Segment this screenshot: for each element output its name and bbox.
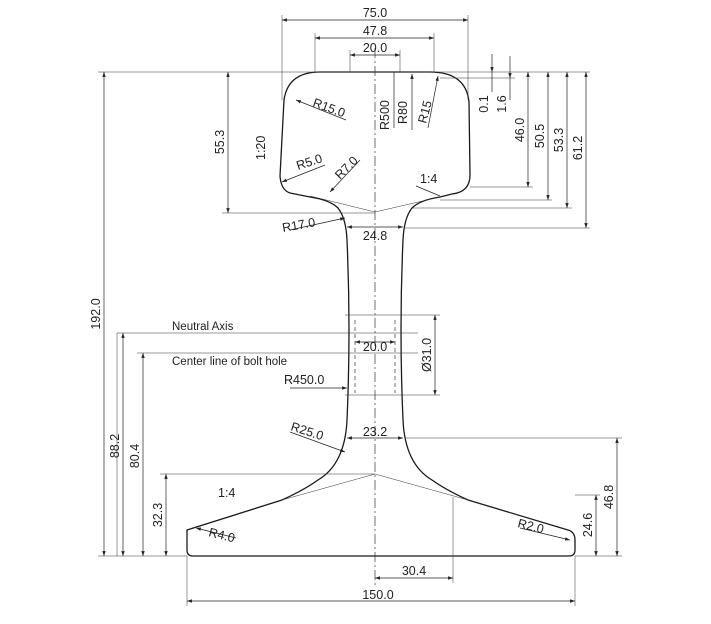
head-side-height-dim [222,72,375,214]
head-radius-leaders [281,72,441,231]
dim-foot-half-offset: 30.4 [402,564,426,578]
dim-50-5: 50.5 [533,124,547,148]
dim-bolt-center-height: 80.4 [128,444,142,468]
right-head-dims [375,54,590,229]
label-bolt-hole-centerline: Center line of bolt hole [172,356,287,368]
radius-r450: R450.0 [284,373,324,387]
radius-r2: R2.0 [516,516,545,536]
radius-r17: R17.0 [281,215,316,235]
dim-0-1: 0.1 [477,95,491,112]
dim-1-6: 1.6 [495,95,509,112]
label-neutral-axis: Neutral Axis [172,321,234,333]
radius-r7: R7.0 [332,154,361,183]
dim-overall-height: 192.0 [89,298,103,329]
slope-head-underside: 1:4 [420,172,437,186]
dim-web-bottom-width: 23.2 [363,425,387,439]
radius-r5: R5.0 [295,151,324,172]
radius-r500: R500 [378,100,392,130]
dim-neutral-axis-height: 88.2 [108,434,122,458]
radius-r4: R4.0 [207,525,236,545]
foot-dimensions [160,431,622,606]
slope-foot-top: 1:4 [218,486,235,500]
dim-61-2: 61.2 [571,136,585,160]
dim-foot-width: 150.0 [362,588,393,602]
dim-right-height-24-6: 24.6 [581,513,595,537]
dim-foot-slope-height: 32.3 [151,503,165,527]
dim-bolt-hole-diameter: Ø31.0 [420,338,434,372]
construction-lines [281,48,469,586]
dim-head-width: 75.0 [363,6,387,20]
radius-r15: R15.0 [311,96,347,121]
radius-r25: R25.0 [289,420,325,444]
rail-outline [186,71,576,557]
dim-bolt-hole-spacing: 20.0 [363,340,387,354]
radius-r80: R80 [396,101,410,124]
dim-head-top-width: 47.8 [363,24,387,38]
dim-head-crown-width: 20.0 [363,41,387,55]
radius-r15-right: R15 [415,99,434,125]
dim-head-side-height: 55.3 [213,130,227,154]
dim-46-0: 46.0 [513,118,527,142]
neutral-axis-lines [116,314,440,556]
overall-height-dim [98,71,375,557]
dim-web-top-width: 24.8 [363,229,387,243]
dim-right-height-46-8: 46.8 [602,485,616,509]
dim-53-3: 53.3 [552,128,566,152]
top-dimensions [281,15,469,100]
slope-head-side: 1:20 [254,136,268,160]
